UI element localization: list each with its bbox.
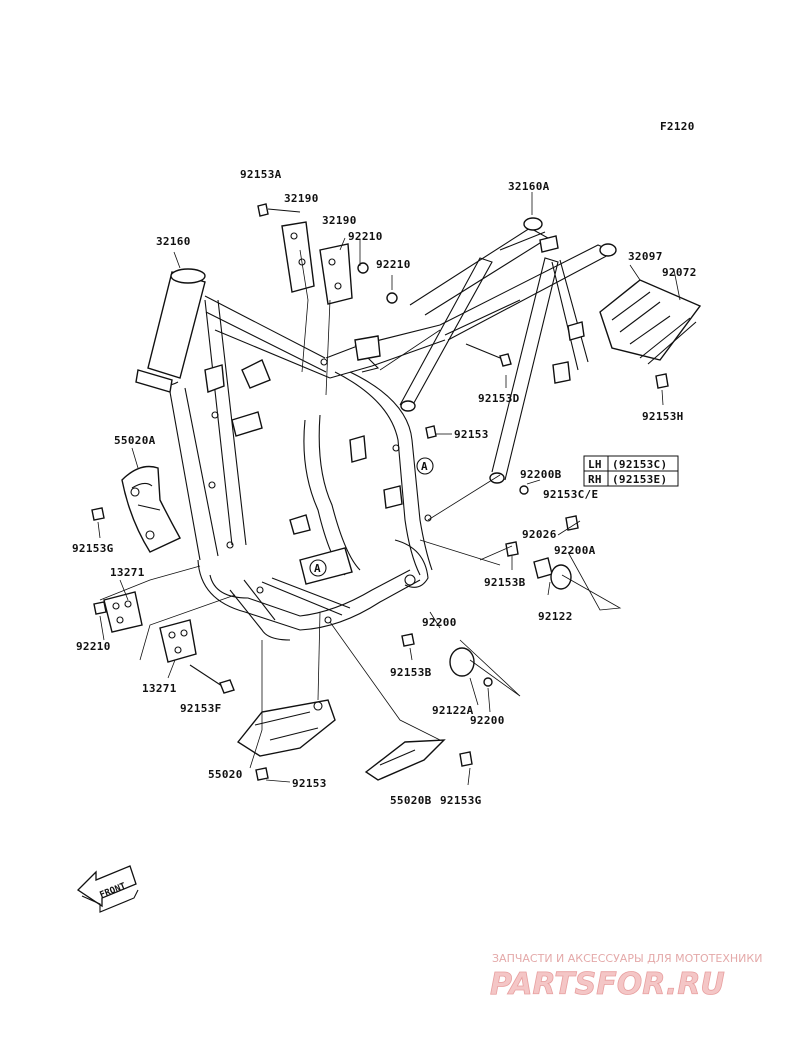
part-label: 92200: [470, 714, 505, 727]
part-labels: 92153A 32190 32190 92210 92210 32160 321…: [72, 168, 697, 807]
part-label: 92153C/E: [543, 488, 598, 501]
part-label: 92153D: [478, 392, 520, 405]
part-label: 32097: [628, 250, 663, 263]
part-label: 32190: [322, 214, 357, 227]
part-label: 92153B: [390, 666, 432, 679]
part-label: 92200: [422, 616, 457, 629]
part-label: 32160: [156, 235, 191, 248]
part-label: 92153A: [240, 168, 282, 181]
part-label: 92200A: [554, 544, 596, 557]
watermark: ЗАПЧАСТИ И АКСЕССУАРЫ ДЛЯ МОТОТЕХНИКИ PA…: [490, 952, 763, 1002]
variant-side: LH: [588, 458, 602, 471]
part-label: 32160A: [508, 180, 550, 193]
part-label: 92026: [522, 528, 557, 541]
part-label: 32190: [284, 192, 319, 205]
part-label: 55020: [208, 768, 243, 781]
part-label: 92072: [662, 266, 697, 279]
variant-part: (92153E): [612, 473, 667, 486]
part-label: 92153: [292, 777, 327, 790]
part-label: 55020A: [114, 434, 156, 447]
callout-letter: A: [314, 562, 321, 575]
part-label: 92122: [538, 610, 573, 623]
variant-side: RH: [588, 473, 602, 486]
part-label: 13271: [110, 566, 145, 579]
part-label: 92122A: [432, 704, 474, 717]
part-label: 92153: [454, 428, 489, 441]
front-arrow: FRONT: [76, 865, 139, 913]
frame-drawing: [91, 192, 702, 786]
callout-marker: A: [309, 559, 327, 577]
part-label: 92210: [76, 640, 111, 653]
part-label: 55020B: [390, 794, 432, 807]
part-label: 92153H: [642, 410, 684, 423]
part-label: 92153G: [440, 794, 482, 807]
variant-part: (92153C): [612, 458, 667, 471]
part-label: 92153B: [484, 576, 526, 589]
part-label: 13271: [142, 682, 177, 695]
part-label: 92153G: [72, 542, 114, 555]
variant-table: LH (92153C) RH (92153E): [583, 455, 679, 487]
watermark-tagline: ЗАПЧАСТИ И АКСЕССУАРЫ ДЛЯ МОТОТЕХНИКИ: [492, 952, 762, 965]
figure-code: F2120: [660, 120, 695, 133]
callout-letter: A: [421, 460, 428, 473]
callout-marker: A: [416, 457, 434, 475]
part-label: 92153F: [180, 702, 222, 715]
part-label: 92200B: [520, 468, 562, 481]
part-label: 92210: [376, 258, 411, 271]
watermark-logo: PARTSFOR.RU: [490, 967, 725, 1002]
part-label: 92210: [348, 230, 383, 243]
